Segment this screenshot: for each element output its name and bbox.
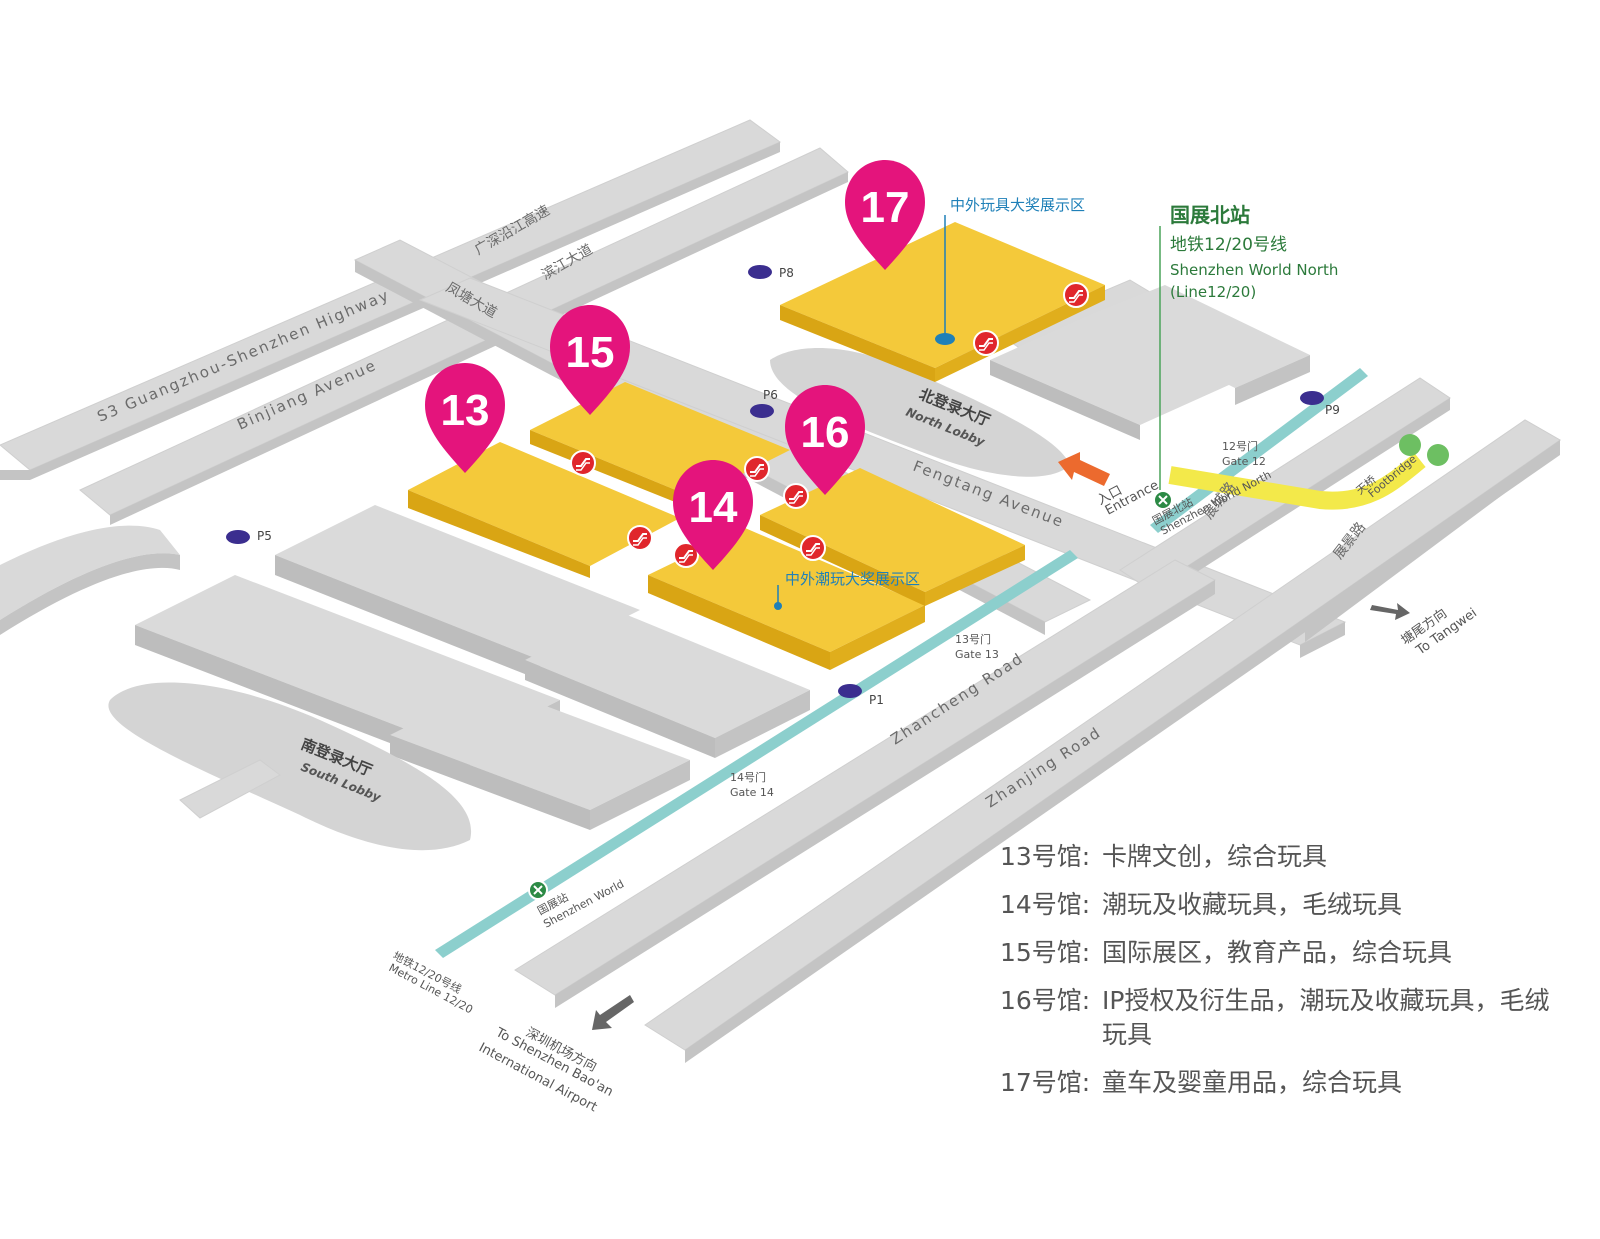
hall-13[interactable] xyxy=(408,442,680,578)
pin-16-number: 16 xyxy=(801,408,850,457)
legend-key: 13号馆: xyxy=(1000,842,1091,871)
hall-legend: 13号馆: 卡牌文创，综合玩具 14号馆: 潮玩及收藏玩具，毛绒玩具 15号馆:… xyxy=(1000,840,1560,1114)
zhanjing-road xyxy=(644,419,1561,1063)
parking-p9[interactable]: P9 xyxy=(1300,391,1340,417)
parking-p8[interactable]: P8 xyxy=(748,265,794,280)
pin-16[interactable]: 16 xyxy=(785,385,865,495)
legend-value: 卡牌文创，综合玩具 xyxy=(1102,842,1328,871)
gate13-en: Gate 13 xyxy=(955,648,999,661)
legend-row-14: 14号馆: 潮玩及收藏玩具，毛绒玩具 xyxy=(1000,888,1560,922)
pin-15-number: 15 xyxy=(566,328,615,377)
parking-p1-label: P1 xyxy=(869,693,884,707)
binjiang-avenue xyxy=(79,147,849,525)
pin-15[interactable]: 15 xyxy=(550,305,630,415)
entrance-marker[interactable]: 入口 Entrance xyxy=(1058,452,1161,519)
north-station-line: 地铁12/20号线 xyxy=(1170,235,1287,255)
left-curve-road xyxy=(0,525,180,635)
legend-key: 16号馆: xyxy=(1000,986,1091,1015)
gate13-cn: 13号门 xyxy=(955,632,991,646)
legend-value: 童车及婴童用品，综合玩具 xyxy=(1102,1068,1403,1097)
parking-p6[interactable]: P6 xyxy=(750,388,778,418)
parking-p1[interactable]: P1 xyxy=(838,684,884,707)
legend-row-15: 15号馆: 国际展区，教育产品，综合玩具 xyxy=(1000,936,1560,970)
north-lobby-shape xyxy=(770,348,1070,477)
legend-value: IP授权及衍生品，潮玩及收藏玩具，毛绒玩具 xyxy=(1102,986,1550,1049)
pin-17-number: 17 xyxy=(861,183,910,232)
footbridge xyxy=(1168,434,1449,510)
fengtang-avenue xyxy=(418,277,1347,658)
toy-award-marker[interactable]: 中外玩具大奖展示区 xyxy=(935,196,1085,345)
legend-row-16: 16号馆: IP授权及衍生品，潮玩及收藏玩具，毛绒玩具 xyxy=(1000,984,1560,1052)
parking-p8-label: P8 xyxy=(779,266,794,280)
airport-direction: 深圳机场方向 To Shenzhen Bao'an International … xyxy=(476,995,634,1115)
legend-key: 17号馆: xyxy=(1000,1068,1091,1097)
toy-award-label: 中外玩具大奖展示区 xyxy=(950,196,1085,214)
pin-14-number: 14 xyxy=(689,483,738,532)
legend-value: 潮玩及收藏玩具，毛绒玩具 xyxy=(1102,890,1403,919)
legend-key: 15号馆: xyxy=(1000,938,1091,967)
parking-p9-label: P9 xyxy=(1325,403,1340,417)
hall-17[interactable] xyxy=(780,222,1105,382)
south-lobby-shape xyxy=(108,682,472,851)
gate12-cn: 12号门 xyxy=(1222,439,1258,453)
pin-13-number: 13 xyxy=(441,386,490,435)
grey-blocks xyxy=(135,285,1310,830)
gate14-en: Gate 14 xyxy=(730,786,774,799)
legend-key: 14号馆: xyxy=(1000,890,1091,919)
parking-p6-label: P6 xyxy=(763,388,778,402)
gate14-cn: 14号门 xyxy=(730,770,766,784)
pin-13[interactable]: 13 xyxy=(425,363,505,473)
north-station-title: 国展北站 xyxy=(1170,203,1250,227)
north-station-en-name: Shenzhen World North xyxy=(1170,261,1338,279)
legend-row-13: 13号馆: 卡牌文创，综合玩具 xyxy=(1000,840,1560,874)
trendy-award-marker[interactable]: 中外潮玩大奖展示区 xyxy=(774,570,920,610)
north-station-en-line: (Line12/20) xyxy=(1170,283,1256,301)
zhancheng-road xyxy=(514,559,1217,1008)
gate12-en: Gate 12 xyxy=(1222,455,1266,468)
pin-17[interactable]: 17 xyxy=(845,160,925,270)
hall-16[interactable] xyxy=(760,468,1025,606)
pin-14[interactable]: 14 xyxy=(673,460,753,570)
tangwei-direction: 塘尾方向 To Tangwei xyxy=(1370,603,1480,659)
parking-p5-label: P5 xyxy=(257,529,272,543)
s3-highway xyxy=(0,119,781,480)
legend-value: 国际展区，教育产品，综合玩具 xyxy=(1102,938,1453,967)
parking-p5[interactable]: P5 xyxy=(226,529,272,544)
trendy-award-label: 中外潮玩大奖展示区 xyxy=(785,570,920,588)
metro-line xyxy=(435,368,1368,958)
legend-row-17: 17号馆: 童车及婴童用品，综合玩具 xyxy=(1000,1066,1560,1100)
north-station-callout[interactable]: 国展北站 地铁12/20号线 Shenzhen World North (Lin… xyxy=(1159,203,1338,490)
